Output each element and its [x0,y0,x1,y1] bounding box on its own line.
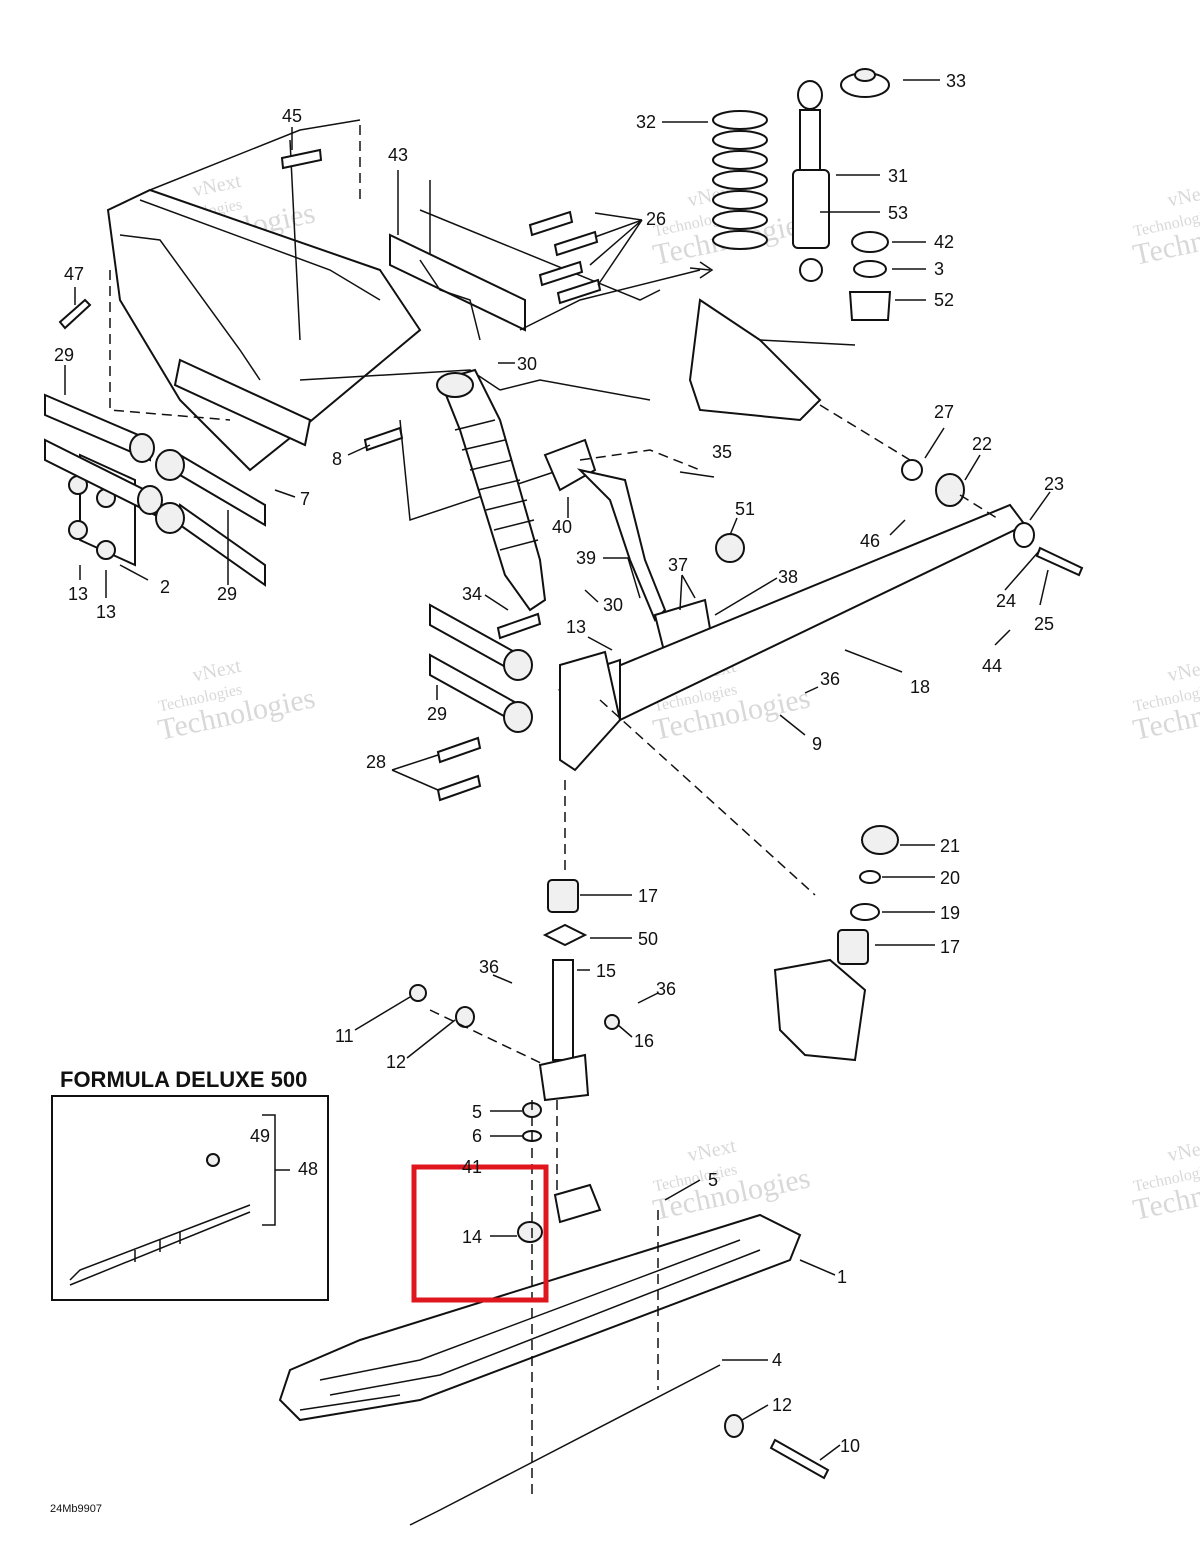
spring-seat [851,231,889,253]
watermark: vNext Technologies Technologies [1130,655,1200,747]
misc-bolts [58,148,542,802]
callout-41: 41 [462,1157,482,1177]
svg-text:vNext: vNext [1166,180,1200,212]
callout-9: 9 [812,734,822,754]
callout-52: 52 [934,290,954,310]
inset-frame [51,1095,329,1301]
callout-12-bottom: 12 [772,1395,792,1415]
steering-arm [543,298,856,657]
callout-34: 34 [462,584,482,604]
svg-text:vNext: vNext [1166,1135,1200,1167]
watermark: vNext Technologies Technologies [650,1135,813,1227]
callout-12-top: 12 [386,1052,406,1072]
callout-36-right: 36 [656,979,676,999]
callout-13-mid: 13 [566,617,586,637]
spindle-bushing-detail [773,825,899,1062]
callout-13-left-b: 13 [96,602,116,622]
arm-end-fittings [715,459,1084,577]
callout-3: 3 [934,259,944,279]
callout-17-right: 17 [940,937,960,957]
callout-50: 50 [638,929,658,949]
o-ring [853,260,887,278]
callout-11: 11 [335,1026,354,1046]
callout-53: 53 [888,203,908,223]
callout-38: 38 [778,567,798,587]
callout-7: 7 [300,489,310,509]
callout-22: 22 [972,434,992,454]
callout-48: 48 [298,1159,318,1179]
callout-24: 24 [996,591,1016,611]
callout-29-mid: 29 [217,584,237,604]
callout-36-top: 36 [820,669,840,689]
callout-33: 33 [946,71,966,91]
bolt-set-26 [528,210,602,305]
callout-51: 51 [735,499,755,519]
leader-lines [64,79,1051,1461]
callout-16: 16 [634,1031,654,1051]
callout-30-top: 30 [517,354,537,374]
watermark: vNext Technologies Technologies [155,655,318,747]
callout-44: 44 [982,656,1002,676]
callout-32: 32 [636,112,656,132]
callout-5-right: 5 [708,1170,718,1190]
callout-25: 25 [1034,614,1054,634]
svg-text:vNext: vNext [1166,655,1200,687]
coil-spring [712,110,768,250]
callout-43: 43 [388,145,408,165]
callout-46: 46 [860,531,880,551]
front-shock-absorber [436,368,547,612]
callout-23: 23 [1044,474,1064,494]
callout-37: 37 [668,555,688,575]
callout-39: 39 [576,548,596,568]
callout-27: 27 [934,402,954,422]
callout-40: 40 [552,517,572,537]
watermark: vNext Technologies Technologies [1130,180,1200,272]
callout-5-left: 5 [472,1102,482,1122]
inset-title: FORMULA DELUXE 500 [60,1067,307,1092]
callout-29-top: 29 [54,345,74,365]
spindle-assembly [409,879,620,1243]
drawing-code: 24Mb9907 [50,1503,102,1515]
callout-47: 47 [64,264,84,284]
ski [278,1213,830,1526]
trailing-arm [557,503,1027,772]
callout-29-bottom: 29 [427,704,447,724]
callout-18: 18 [910,677,930,697]
callout-15: 15 [596,961,616,981]
callout-6: 6 [472,1126,482,1146]
shock-body [792,80,830,282]
callout-30-mid: 30 [603,595,623,615]
callout-20: 20 [940,868,960,888]
callout-labels: 33 32 31 53 42 3 52 26 43 45 47 29 30 8 … [54,71,1064,1456]
highlight-box-part-14 [411,1164,549,1303]
callout-10: 10 [840,1436,860,1456]
callout-8: 8 [332,449,342,469]
callout-13-left-a: 13 [68,584,88,604]
callout-49: 49 [250,1126,270,1146]
callout-31: 31 [888,166,908,186]
callout-42: 42 [934,232,954,252]
callout-26: 26 [646,209,666,229]
callout-1: 1 [837,1267,847,1287]
callout-21: 21 [940,836,960,856]
callout-17-center: 17 [638,886,658,906]
callout-14: 14 [462,1227,482,1247]
inset-panel: FORMULA DELUXE 500 [51,1067,329,1301]
chassis-frame [106,119,714,522]
callout-35: 35 [712,442,732,462]
spring-shock-parts [712,68,892,321]
castle-nut [848,291,892,321]
callout-2: 2 [160,577,170,597]
callout-36-mid: 36 [479,957,499,977]
callout-19: 19 [940,903,960,923]
callout-4: 4 [772,1350,782,1370]
left-bracket-assembly [44,393,533,733]
callout-28: 28 [366,752,386,772]
callout-45: 45 [282,106,302,126]
spring-cap [840,68,890,98]
watermark: vNext Technologies Technologies [1130,1135,1200,1227]
